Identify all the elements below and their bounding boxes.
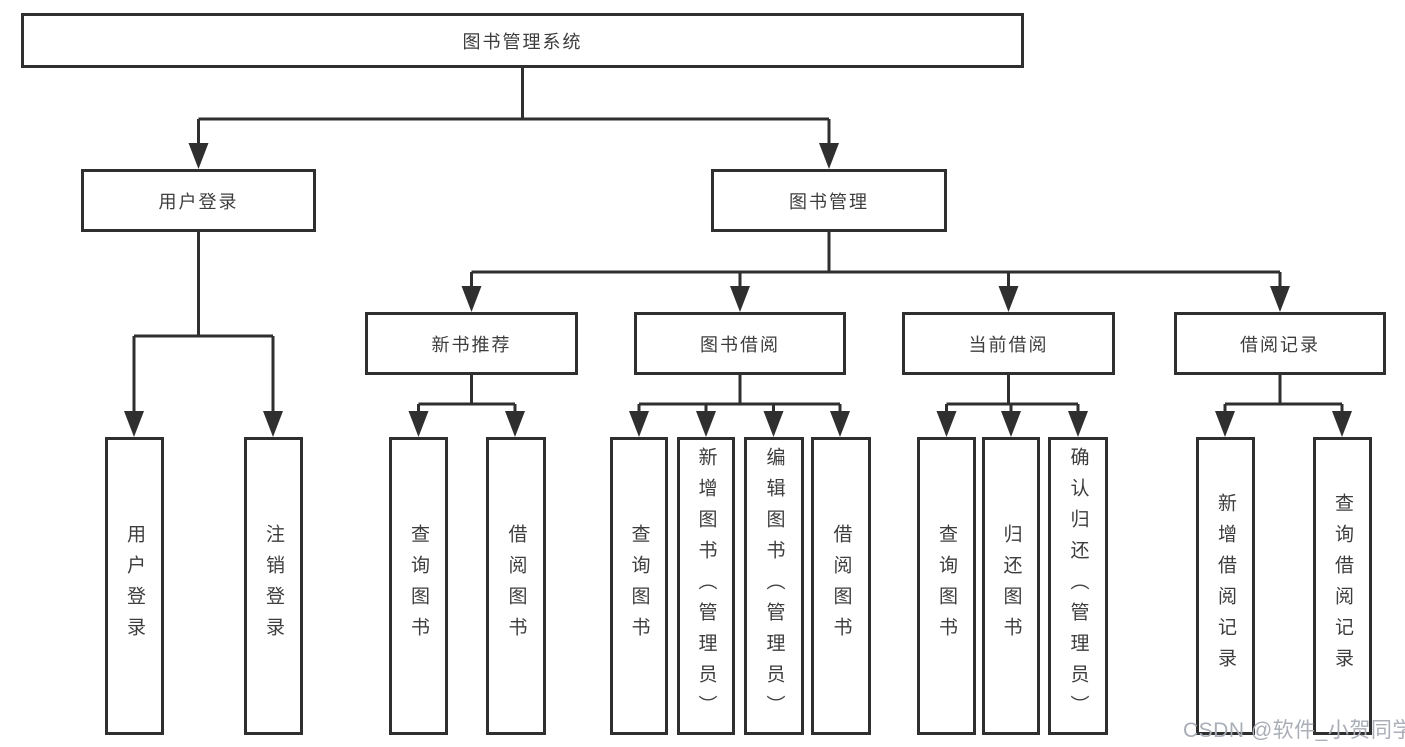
- node-book-borrowing: 图书借阅: [634, 312, 846, 375]
- leaf-add-book-admin: 新增图书（管理员）: [677, 437, 735, 735]
- leaf-confirm-return-admin: 确认归还（管理员）: [1048, 437, 1108, 735]
- node-book-management: 图书管理: [711, 169, 947, 232]
- node-borrowing-records: 借阅记录: [1174, 312, 1386, 375]
- leaf-query-books-recommend: 查询图书: [389, 437, 448, 735]
- node-current-borrowing: 当前借阅: [902, 312, 1115, 375]
- node-new-book-recommendation: 新书推荐: [365, 312, 578, 375]
- node-user-login: 用户登录: [81, 169, 316, 232]
- leaf-user-login: 用户登录: [105, 437, 164, 735]
- leaf-query-borrow-record: 查询借阅记录: [1313, 437, 1372, 735]
- leaf-add-borrow-record: 新增借阅记录: [1196, 437, 1255, 735]
- leaf-edit-book-admin: 编辑图书（管理员）: [744, 437, 804, 735]
- leaf-borrow-books-recommend: 借阅图书: [486, 437, 546, 735]
- leaf-borrow-books-borrowing: 借阅图书: [811, 437, 871, 735]
- leaf-return-books: 归还图书: [982, 437, 1040, 735]
- leaf-logout: 注销登录: [244, 437, 303, 735]
- leaf-query-books-current: 查询图书: [917, 437, 976, 735]
- watermark-text: CSDN @软件_小贺同学: [1183, 719, 1405, 742]
- leaf-query-books-borrowing: 查询图书: [610, 437, 668, 735]
- node-library-management-system: 图书管理系统: [21, 13, 1024, 68]
